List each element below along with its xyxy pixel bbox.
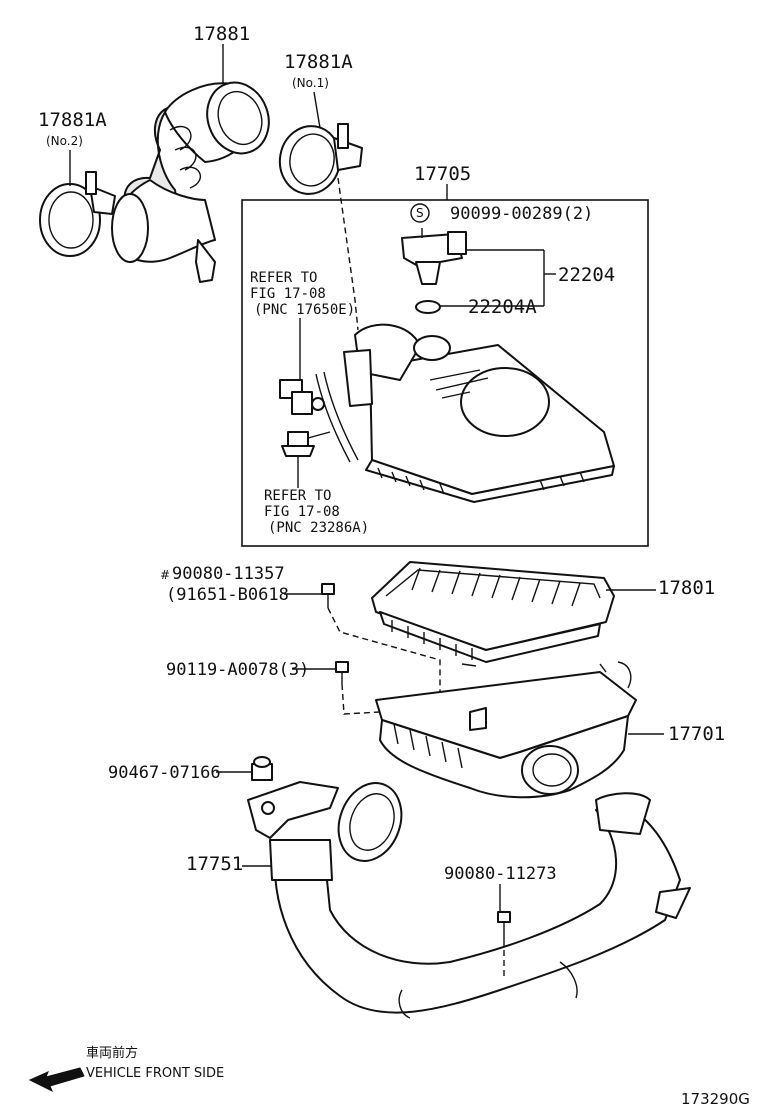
ref2-line1: REFER TO (264, 488, 331, 504)
label-17801: 17801 (658, 577, 715, 599)
air-cleaner-case-17701 (375, 661, 637, 799)
air-filter-element-17801 (371, 561, 615, 663)
ref2-line3: (PNC 23286A) (268, 520, 369, 536)
air-hose-17881 (111, 81, 270, 283)
interchange-mark: # (160, 568, 170, 582)
bolt-90119-a0078 (335, 661, 349, 684)
bolt-90080-11357 (321, 583, 335, 608)
label-90099-00289: 90099-00289(2) (450, 204, 593, 224)
intake-hose-17751 (247, 781, 691, 1019)
orientation-en: VEHICLE FRONT SIDE (86, 1066, 224, 1081)
label-91651-b0618: (91651-B0618 (166, 585, 289, 605)
label-90467-07166: 90467-07166 (108, 763, 221, 783)
vacuum-sensor (281, 431, 331, 488)
ref1-line2: FIG 17-08 (250, 286, 326, 302)
figure-id: 173290G (681, 1090, 750, 1108)
vacuum-switching-valve (279, 318, 325, 415)
ref2-line2: FIG 17-08 (264, 504, 340, 520)
label-17881: 17881 (193, 23, 250, 45)
label-17705: 17705 (414, 163, 471, 185)
bolt-90080-11273 (497, 911, 511, 940)
assembly-17705-frame (241, 199, 649, 547)
clip-90467-07166 (251, 756, 273, 781)
label-17881a-no2-sub: (No.2) (46, 134, 83, 148)
label-17701: 17701 (668, 723, 725, 745)
air-cleaner-cap (315, 323, 615, 503)
hose-clamp-no2 (39, 171, 116, 257)
label-17881a-no2: 17881A (38, 109, 107, 131)
label-17881a-no1-sub: (No.1) (292, 76, 329, 90)
supplier-mark-icon (410, 203, 430, 223)
orientation-jp: 車両前方 (86, 1045, 138, 1061)
vehicle-front-arrow (28, 1067, 85, 1093)
label-17751: 17751 (186, 853, 243, 875)
label-22204: 22204 (558, 264, 615, 286)
label-90080-11273: 90080-11273 (444, 864, 557, 884)
hose-clamp-no1 (278, 123, 363, 195)
label-90119-a0078: 90119-A0078(3) (166, 660, 309, 680)
ref1-line1: REFER TO (250, 270, 317, 286)
air-flow-meter-22204 (401, 231, 467, 314)
supplier-mark: S (416, 206, 424, 220)
label-90080-11357: 90080-11357 (172, 564, 285, 584)
label-22204a: 22204A (468, 296, 537, 318)
label-17881a-no1: 17881A (284, 51, 353, 73)
ref1-line3: (PNC 17650E) (254, 302, 355, 318)
